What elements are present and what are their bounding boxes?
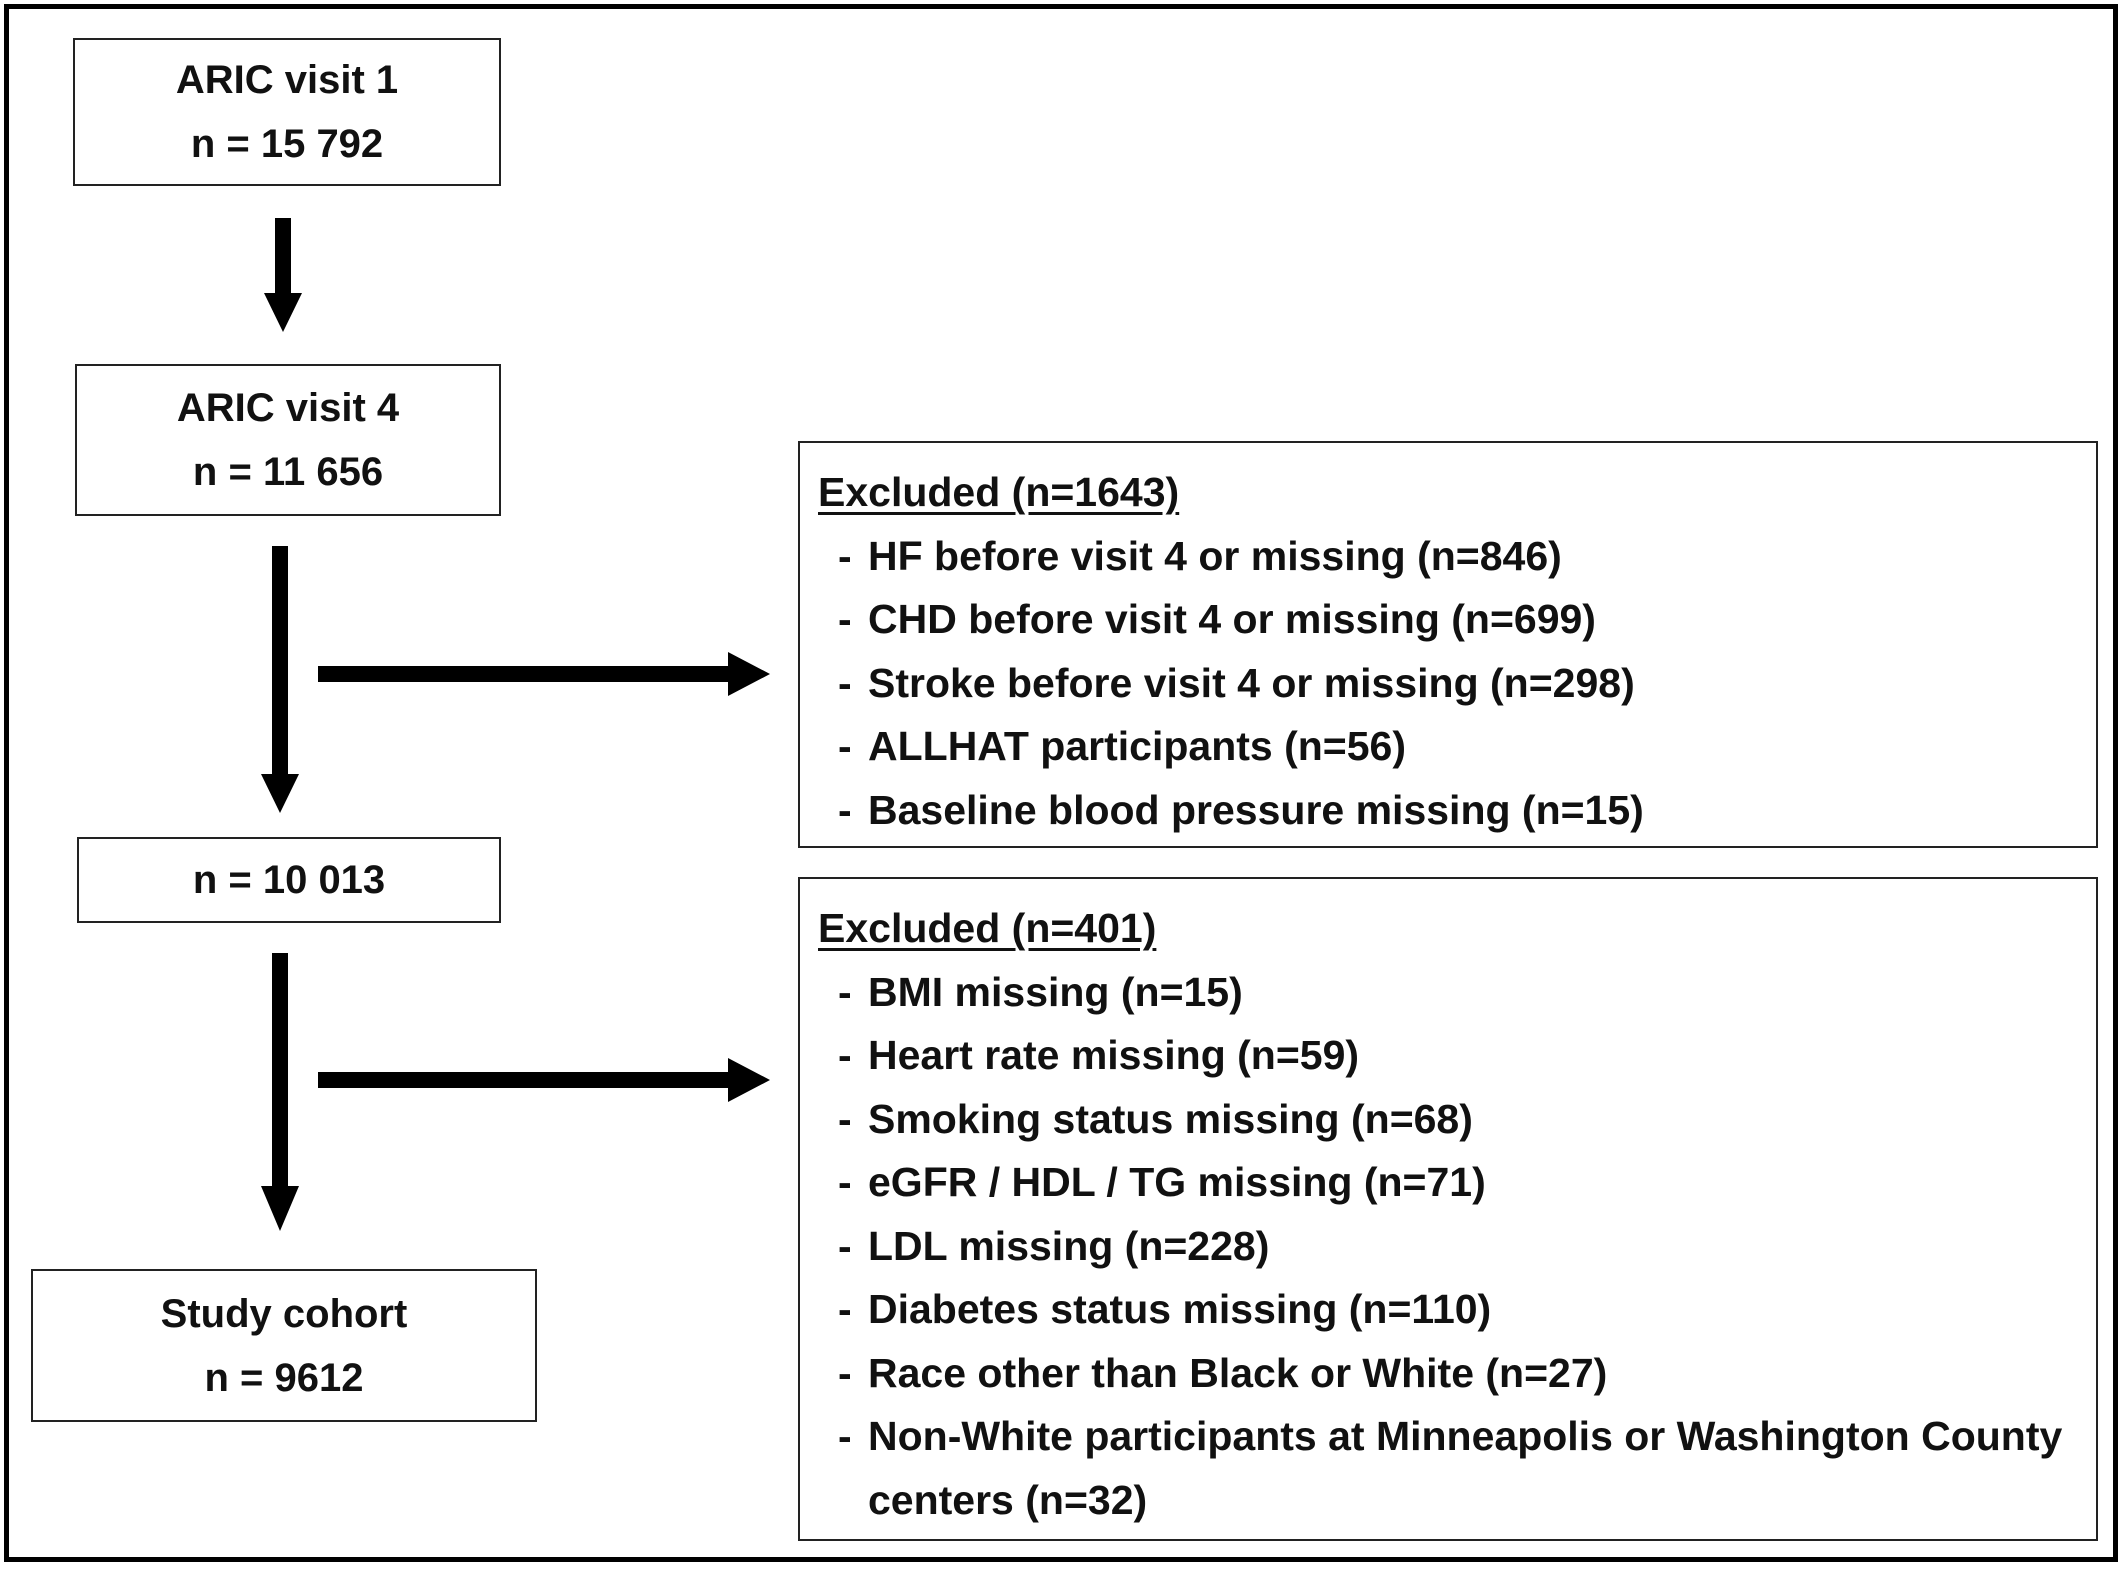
list-item: -HF before visit 4 or missing (n=846) [818, 525, 2096, 589]
visit1-title: ARIC visit 1 [175, 58, 399, 102]
exclusion-2-title: Excluded (n=401) [818, 905, 1157, 951]
bullet-dash: - [838, 786, 852, 833]
list-item: -Race other than Black or White (n=27) [818, 1342, 2096, 1406]
bullet-dash: - [838, 723, 852, 769]
list-item: -Stroke before visit 4 or missing (n=298… [818, 652, 2096, 716]
bullet-dash: - [838, 1349, 852, 1396]
bullet-dash: - [838, 1413, 852, 1459]
cohort-count: n = 9612 [204, 1355, 364, 1400]
bullet-dash: - [838, 1286, 852, 1332]
bullet-dash: - [838, 532, 852, 579]
list-item: -Non-White participants at Minneapolis o… [818, 1405, 2096, 1532]
visit4-box: ARIC visit 4 n = 11 656 [75, 364, 501, 516]
intermediate-count: n = 10 013 [192, 858, 386, 902]
list-item: -CHD before visit 4 or missing (n=699) [818, 588, 2096, 652]
list-item: -Diabetes status missing (n=110) [818, 1278, 2096, 1342]
bullet-dash: - [838, 1159, 852, 1205]
exclusion-2-list: -BMI missing (n=15) -Heart rate missing … [818, 961, 2096, 1533]
visit4-count: n = 11 656 [192, 450, 384, 494]
bullet-dash: - [838, 659, 852, 706]
cohort-title: Study cohort [160, 1291, 408, 1336]
bullet-dash: - [838, 596, 852, 642]
visit4-title: ARIC visit 4 [176, 386, 400, 430]
bullet-dash: - [838, 1032, 852, 1078]
exclusion-1-list: -HF before visit 4 or missing (n=846) -C… [818, 525, 2096, 843]
cohort-box: Study cohort n = 9612 [31, 1269, 537, 1422]
exclusion-box-1: Excluded (n=1643) -HF before visit 4 or … [798, 441, 2098, 848]
exclusion-1-title: Excluded (n=1643) [818, 469, 1180, 515]
bullet-dash: - [838, 968, 852, 1015]
visit1-count: n = 15 792 [190, 122, 384, 166]
list-item: -Baseline blood pressure missing (n=15) [818, 779, 2096, 843]
list-item: -BMI missing (n=15) [818, 961, 2096, 1025]
visit1-box: ARIC visit 1 n = 15 792 [73, 38, 501, 186]
list-item: -LDL missing (n=228) [818, 1215, 2096, 1279]
exclusion-box-2: Excluded (n=401) -BMI missing (n=15) -He… [798, 877, 2098, 1541]
bullet-dash: - [838, 1095, 852, 1142]
list-item: -Heart rate missing (n=59) [818, 1024, 2096, 1088]
list-item: -eGFR / HDL / TG missing (n=71) [818, 1151, 2096, 1215]
bullet-dash: - [838, 1222, 852, 1269]
list-item: -ALLHAT participants (n=56) [818, 715, 2096, 779]
intermediate-box: n = 10 013 [77, 837, 501, 923]
list-item: -Smoking status missing (n=68) [818, 1088, 2096, 1152]
